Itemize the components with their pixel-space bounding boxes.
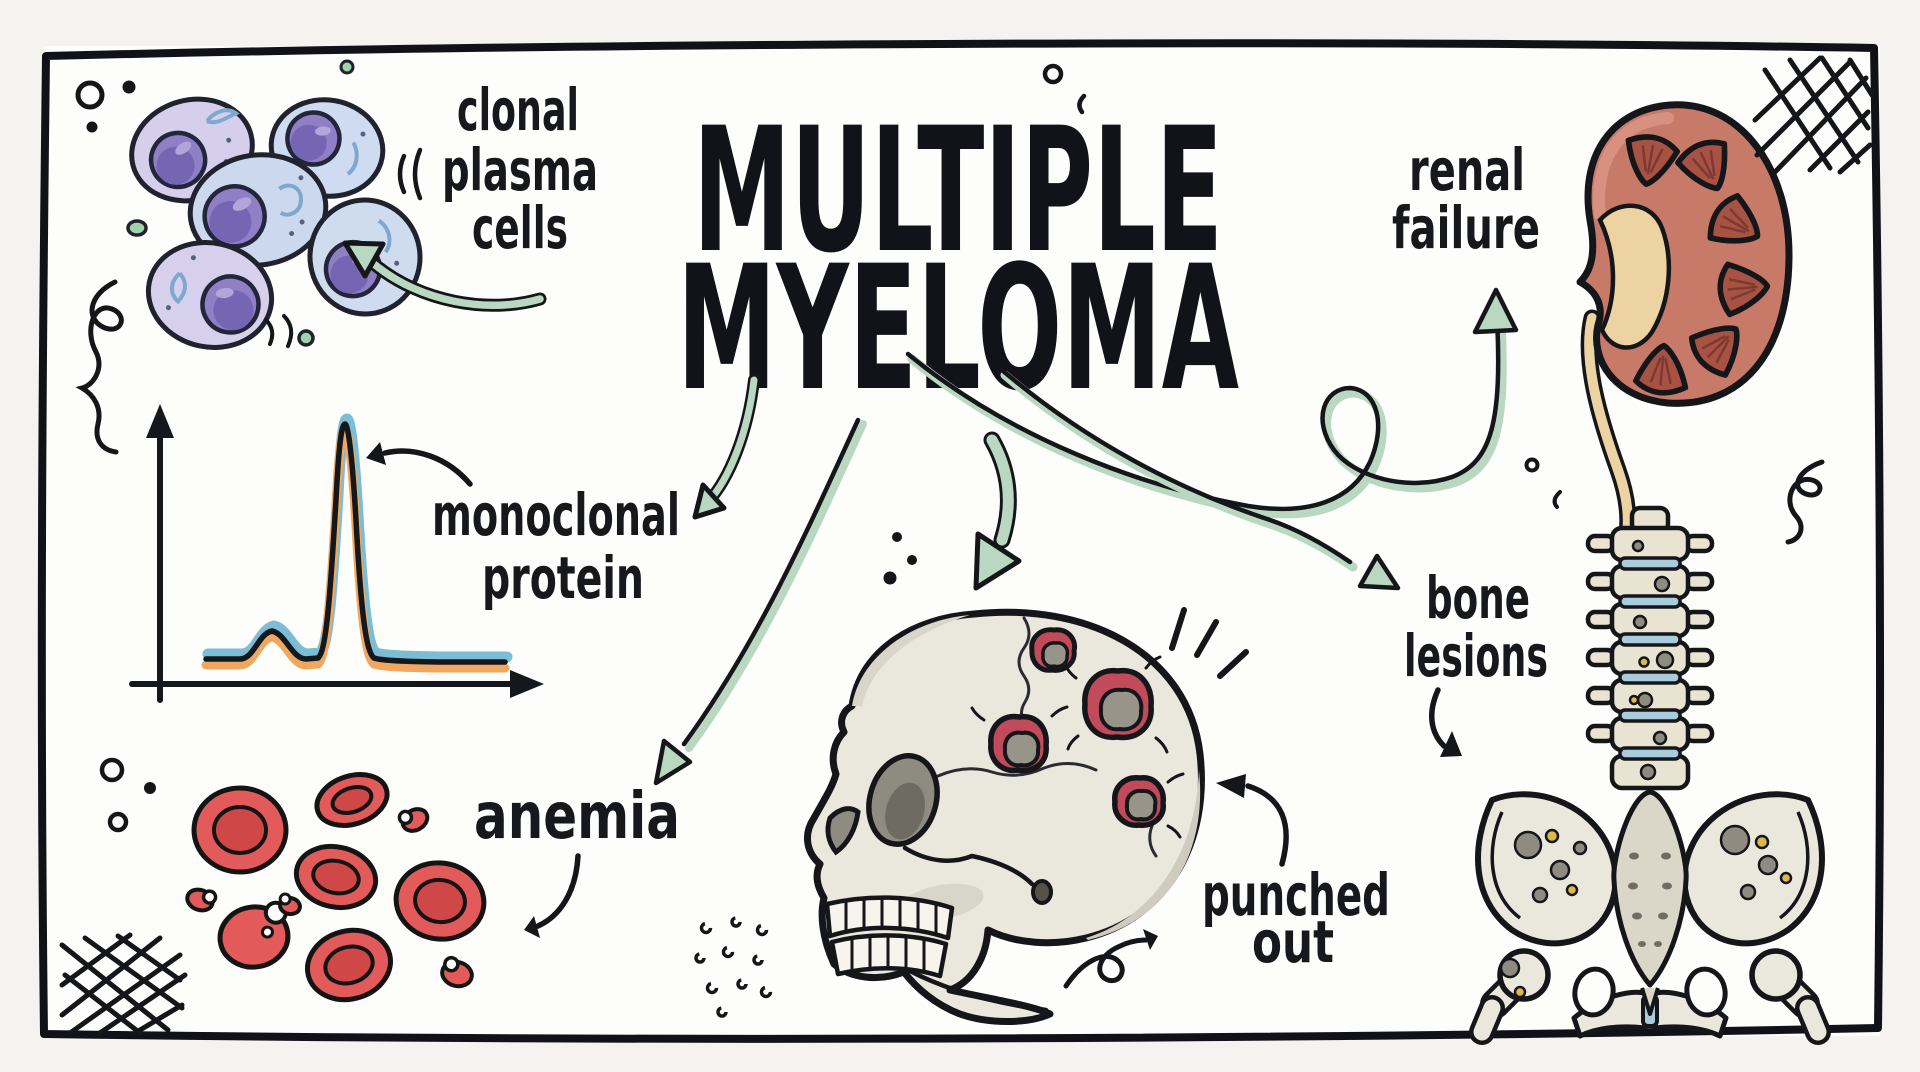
- spine: [1585, 505, 1715, 791]
- arrow-to-renal-failure: [905, 287, 1519, 519]
- skull-lytic-lesions: [970, 627, 1185, 839]
- arrowhead: [342, 240, 386, 279]
- label-out: out: [1252, 908, 1334, 976]
- pelvis-lesions: [1499, 824, 1793, 999]
- spep-curve: [201, 413, 513, 673]
- label-anemia: anemia: [474, 780, 680, 854]
- skull-icon: [694, 607, 1249, 1025]
- kidney-pyramids: [1625, 134, 1771, 396]
- red-blood-cells-icon: [185, 772, 487, 1003]
- label-monoclonal: monoclonal: [432, 481, 680, 549]
- arrow-to-skull: [973, 431, 1022, 591]
- dots-doodle-top-right: [1042, 63, 1087, 115]
- label-monoclonal-protein: monoclonal protein: [432, 481, 680, 612]
- arrow-to-pelvis: [1429, 687, 1462, 757]
- emphasis-marks: [1169, 607, 1249, 679]
- page-title: MULTIPLE MYELOMA: [677, 90, 1239, 429]
- x-axis-arrowhead: [510, 670, 544, 698]
- plasma-cells-icon: [126, 59, 423, 350]
- teeth: [824, 895, 955, 979]
- crosshatch-doodle-top-right: [1752, 55, 1875, 175]
- hand-drawn-border: [37, 39, 1885, 1043]
- arrow-to-monoclonal: [692, 374, 760, 520]
- label-clonal-plasma-cells: clonal plasma cells: [442, 76, 598, 262]
- curly-arrow-doodle: [1063, 929, 1158, 989]
- title-line-1: MULTIPLE: [693, 90, 1223, 291]
- label-renal-failure: renal failure: [1392, 136, 1540, 262]
- arrow-to-bone-lesions: [999, 367, 1401, 591]
- squiggle-doodle-left: [75, 279, 124, 455]
- spine-pelvis-icon: [1469, 505, 1831, 1045]
- label-cells: cells: [472, 194, 568, 262]
- dots-doodle-center: [883, 532, 917, 585]
- motion-marks: [264, 314, 294, 348]
- small-marks-doodle: [1524, 457, 1562, 509]
- arrow-to-plasma-cells: [342, 240, 547, 312]
- title-line-2: MYELOMA: [677, 228, 1239, 429]
- dots-doodle-left: [99, 757, 156, 833]
- label-plasma: plasma: [442, 136, 598, 204]
- corner-dots-doodle: [75, 80, 136, 133]
- kidney-icon: [1576, 101, 1793, 549]
- label-clonal: clonal: [457, 76, 579, 144]
- pelvis: [1469, 789, 1831, 1045]
- crosshatch-doodle-bottom-left: [59, 932, 188, 1036]
- arrow-to-anemia: [653, 417, 867, 786]
- label-punched: punched: [1202, 861, 1390, 929]
- label-protein: protein: [482, 544, 644, 612]
- label-punched-out: punched out: [1202, 861, 1390, 976]
- spep-graph-icon: [129, 404, 544, 703]
- arrow-punched-to-skull: [1216, 774, 1289, 867]
- arrow-to-spike: [366, 442, 473, 487]
- speckles-doodle: [694, 916, 773, 1018]
- label-lesions: lesions: [1404, 622, 1548, 690]
- label-failure: failure: [1392, 194, 1540, 262]
- label-renal: renal: [1409, 136, 1525, 204]
- cell-fragments: [185, 807, 474, 989]
- squiggle-doodle-right: [1785, 459, 1825, 545]
- label-bone-lesions: bone lesions: [1404, 564, 1548, 690]
- arrow-anemia-to-cells: [524, 853, 581, 938]
- label-bone: bone: [1426, 564, 1530, 632]
- y-axis-arrowhead: [146, 404, 174, 438]
- radiating-marks: [397, 147, 423, 201]
